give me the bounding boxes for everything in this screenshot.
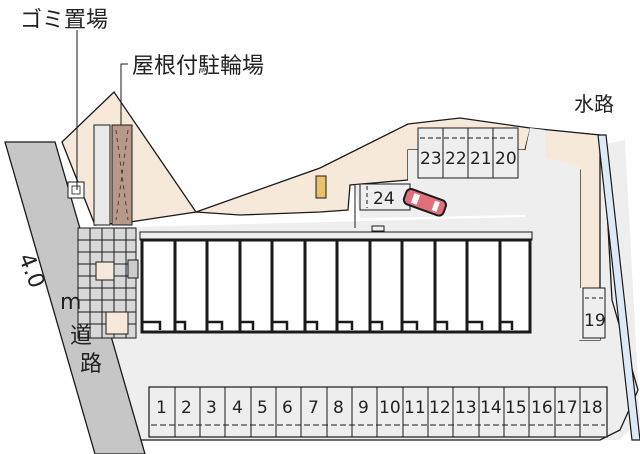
bike-shelter <box>111 124 133 226</box>
parking-space-10: 10 <box>379 398 401 418</box>
bike-rack <box>315 175 327 199</box>
parking-space-16: 16 <box>531 398 553 418</box>
parking-space-19-box <box>582 287 606 339</box>
parking-space-14: 14 <box>480 398 502 418</box>
parking-space-2: 2 <box>181 398 192 418</box>
parking-space-18: 18 <box>581 398 603 418</box>
apartment-building <box>127 225 533 334</box>
parking-space-4: 4 <box>232 398 243 418</box>
parking-space-6: 6 <box>282 398 293 418</box>
road-unit-label: m <box>60 290 82 315</box>
waterway-label: 水路 <box>574 92 614 116</box>
waterway <box>597 134 640 441</box>
parking-bottom-group <box>148 386 608 438</box>
parking-space-7: 7 <box>308 398 319 418</box>
parking-space-17: 17 <box>556 398 578 418</box>
parking-space-3: 3 <box>206 398 217 418</box>
parking-space-20: 20 <box>495 149 517 169</box>
parking-space-21: 21 <box>470 149 492 169</box>
parking-space-9: 9 <box>358 398 369 418</box>
parking-top-group <box>417 127 519 179</box>
parking-space-15: 15 <box>505 398 527 418</box>
parking-space-11: 11 <box>404 398 426 418</box>
parking-space-8: 8 <box>333 398 344 418</box>
road-label-2: 路 <box>80 352 103 377</box>
tiled-walkway <box>77 227 137 339</box>
parking-space-12: 12 <box>429 398 451 418</box>
road-label-1: 道 <box>70 324 93 349</box>
car-icon <box>402 188 448 217</box>
bike-shelter-label: 屋根付駐輪場 <box>132 54 265 79</box>
parking-space-19: 19 <box>584 311 606 331</box>
parking-space-22: 22 <box>445 149 467 169</box>
road-4m <box>4 141 146 454</box>
parking-space-13: 13 <box>455 398 477 418</box>
garbage-station <box>67 181 85 199</box>
parking-space-5: 5 <box>257 398 268 418</box>
parking-space-23: 23 <box>420 149 442 169</box>
parking-space-24: 24 <box>373 189 395 209</box>
parking-space-24-box <box>359 183 411 211</box>
parking-space-1: 1 <box>156 398 167 418</box>
garbage-label: ゴミ置場 <box>20 8 109 33</box>
